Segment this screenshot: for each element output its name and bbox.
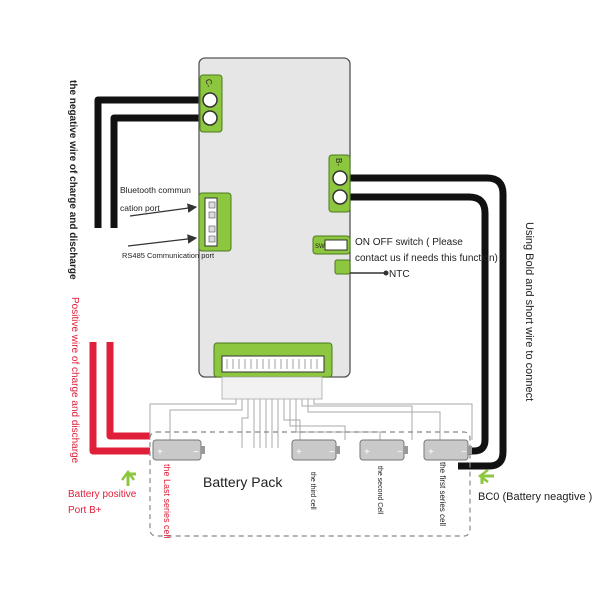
negative-wire-label: the negative wire of charge and discharg… bbox=[67, 80, 78, 280]
c-minus-terminal: C- bbox=[199, 74, 223, 133]
bluetooth-arrow bbox=[129, 203, 198, 217]
battery-negative-wires bbox=[340, 174, 507, 470]
b-minus-terminal: B- bbox=[328, 154, 351, 213]
bold-wire-label: Using Bold and short wire to connect bbox=[523, 222, 535, 401]
svg-text:+: + bbox=[296, 447, 302, 458]
positive-port-arrow bbox=[121, 469, 136, 486]
svg-text:+: + bbox=[364, 447, 370, 458]
ntc-label: NTC bbox=[389, 269, 410, 280]
c-minus-label: C- bbox=[204, 79, 213, 88]
positive-port-label-1: Battery positive bbox=[68, 489, 137, 500]
positive-port-label-2: Port B+ bbox=[68, 505, 102, 516]
switch-pad: SW bbox=[312, 235, 351, 255]
cell-label-third: the third cell bbox=[309, 472, 316, 510]
balance-connector bbox=[213, 342, 333, 400]
battery-cell-third: + − bbox=[291, 439, 340, 461]
svg-text:−: − bbox=[329, 447, 335, 458]
svg-text:−: − bbox=[397, 447, 403, 458]
cell-label-second: the second Cell bbox=[376, 466, 383, 515]
cell-label-last: the Last series cell bbox=[162, 464, 172, 539]
svg-text:−: − bbox=[461, 447, 467, 458]
sw-label: SW bbox=[315, 244, 325, 250]
battery-cell-second: + − bbox=[359, 439, 408, 461]
battery-pack-box bbox=[149, 431, 471, 537]
svg-text:+: + bbox=[157, 447, 163, 458]
communication-port-pad bbox=[198, 192, 232, 252]
battery-cell-last: + − bbox=[152, 439, 205, 461]
negative-charge-wires bbox=[94, 96, 200, 228]
on-off-label-1: ON OFF switch ( Please bbox=[355, 237, 463, 248]
ntc-connector bbox=[334, 259, 389, 276]
bluetooth-label-1: Bluetooth commun bbox=[120, 185, 191, 195]
rs485-label: RS485 Communication port bbox=[122, 251, 215, 260]
on-off-label-2: contact us if needs this function) bbox=[355, 253, 498, 264]
b-minus-label: B- bbox=[334, 158, 343, 166]
balance-harness bbox=[149, 399, 473, 448]
cell-label-first: the first series cell bbox=[438, 462, 447, 526]
positive-charge-wires bbox=[89, 342, 150, 455]
bc0-arrow bbox=[477, 469, 494, 484]
rs485-arrow bbox=[127, 234, 198, 247]
bc0-label: BC0 (Battery neagtive ) bbox=[478, 491, 592, 503]
svg-text:+: + bbox=[428, 447, 434, 458]
battery-cell-first: + − bbox=[423, 439, 472, 461]
positive-wire-label: Positive wire of charge and discharge bbox=[69, 297, 80, 464]
battery-pack-label: Battery Pack bbox=[203, 474, 283, 490]
bluetooth-label-2: cation port bbox=[120, 203, 160, 213]
svg-text:−: − bbox=[193, 447, 199, 458]
